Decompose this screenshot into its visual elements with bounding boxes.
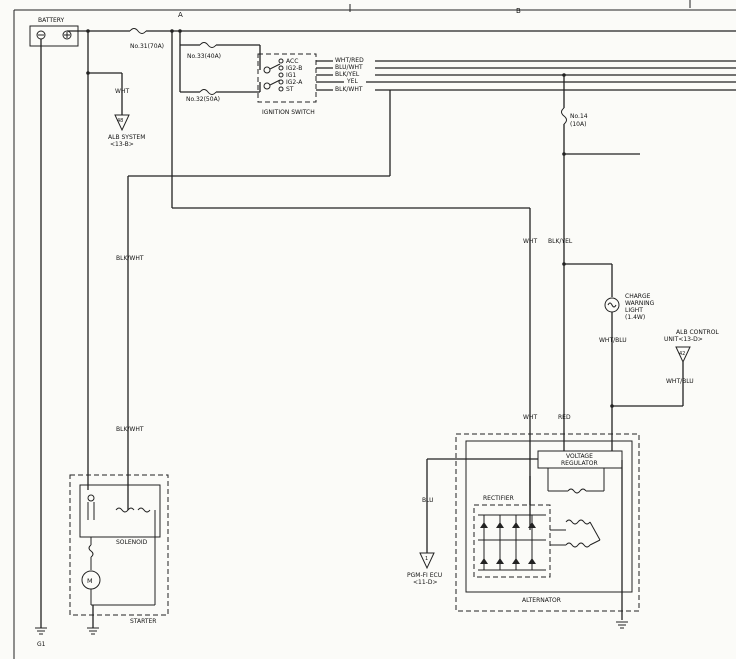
label-blk-wht-upper: BLK/WHT [116, 255, 144, 262]
fuse-31-label: No.31(70A) [130, 43, 164, 50]
starter-label: STARTER [130, 618, 156, 625]
diode [480, 522, 488, 528]
ground-symbol-starter [87, 627, 99, 635]
regulator-label-1: VOLTAGE [566, 453, 593, 460]
alb-system-ref: <13-B> [110, 141, 134, 148]
label-blu-wht: BLU/WHT [335, 64, 363, 71]
battery: BATTERY [29, 17, 79, 47]
solenoid-coil [115, 507, 135, 513]
ignition-switch: ACC IG2-B IG1 IG2-A ST [257, 53, 317, 103]
diode [512, 558, 520, 564]
diode [528, 558, 536, 564]
label-blk-yel: BLK/YEL [335, 71, 360, 78]
label-wht-blu-light: WHT/BLU [599, 337, 627, 344]
label-blu: BLU [422, 497, 434, 504]
solenoid-label: SOLENOID [116, 539, 148, 546]
label-yel: YEL [346, 78, 358, 85]
zone-a-label: A [178, 11, 183, 19]
diode [496, 558, 504, 564]
pgm-fi-num: 1 [425, 556, 428, 562]
pgm-fi-ref: <11-D> [413, 579, 437, 586]
alb-system-name: ALB SYSTEM [108, 134, 145, 141]
charge-light-line4: (1.4W) [625, 314, 645, 321]
rectifier-box [473, 504, 551, 578]
alb-system-connector [114, 114, 130, 132]
fuse-32 [199, 89, 217, 95]
field-coil-starter [88, 544, 94, 558]
solenoid-coil [137, 507, 151, 513]
diode [480, 558, 488, 564]
stator-winding [565, 519, 591, 525]
ignition-switch-label: IGNITION SWITCH [262, 109, 315, 116]
alb-control-connector [675, 346, 691, 364]
label-blk-yel: BLK/YEL [548, 238, 573, 245]
alternator: VOLTAGE REGULATOR RECTIFIER ALTERNATOR [455, 433, 640, 612]
fuse-33-label: No.33(40A) [187, 53, 221, 60]
stator-winding [565, 542, 591, 548]
switch-pos-ig2b: IG2-B [286, 65, 302, 72]
label-wht-main: WHT [523, 238, 537, 245]
alb-control-name: ALB CONTROL [676, 329, 719, 336]
alb-control-name2: UNIT<13-D> [664, 336, 703, 343]
label-wht-red: WHT/RED [335, 57, 364, 64]
pgm-fi-name: PGM-FI ECU [407, 572, 442, 579]
battery-box [29, 25, 79, 47]
solenoid-box [79, 484, 161, 538]
label-red: RED [558, 414, 571, 421]
charge-light-line1: CHARGE [625, 293, 651, 300]
motor-label: M [87, 577, 93, 585]
label-wht-alb: WHT [115, 88, 129, 95]
switch-pos-st: ST [286, 86, 294, 93]
fuse-33 [199, 42, 217, 48]
alternator-outer-box [455, 433, 640, 612]
switch-pos-acc: ACC [286, 58, 298, 65]
fuse-14-rating: (10A) [570, 121, 586, 128]
diode [496, 522, 504, 528]
label-wht-alt: WHT [523, 414, 537, 421]
alb-system-num: 48 [117, 118, 123, 124]
starter-outer-box [69, 474, 169, 616]
diode [512, 522, 520, 528]
alternator-label: ALTERNATOR [522, 597, 561, 604]
pgm-fi-connector [419, 552, 435, 570]
charge-light-line3: LIGHT [625, 307, 643, 314]
starter: SOLENOID M STARTER [69, 474, 169, 625]
battery-label: BATTERY [38, 17, 65, 24]
switch-pos-ig1: IG1 [286, 72, 296, 79]
field-coil [567, 488, 587, 494]
charge-light-line2: WARNING [625, 300, 655, 307]
solenoid-terminal [87, 494, 95, 502]
ground-label-g1: G1 [37, 641, 46, 648]
label-blk-wht: BLK/WHT [335, 86, 363, 93]
ignition-switch-box [257, 53, 317, 103]
diode [528, 522, 536, 528]
rectifier-label: RECTIFIER [483, 495, 514, 502]
alternator-inner-box [465, 440, 633, 593]
fuse-31 [129, 28, 147, 34]
regulator-label-2: REGULATOR [561, 460, 598, 467]
zone-b-label: B [516, 7, 521, 15]
fuse-14-name: No.14 [570, 113, 588, 120]
ground-symbol-g1 [35, 627, 47, 635]
ground-symbol-alternator [616, 621, 628, 629]
label-wht-blu-alb: WHT/BLU [666, 378, 694, 385]
fuse-14 [561, 107, 567, 125]
alb-control-num: 42 [679, 351, 685, 357]
switch-pos-ig2a: IG2-A [286, 79, 303, 86]
fuse-32-label: No.32(50A) [186, 96, 220, 103]
label-blk-wht-lower: BLK/WHT [116, 426, 144, 433]
